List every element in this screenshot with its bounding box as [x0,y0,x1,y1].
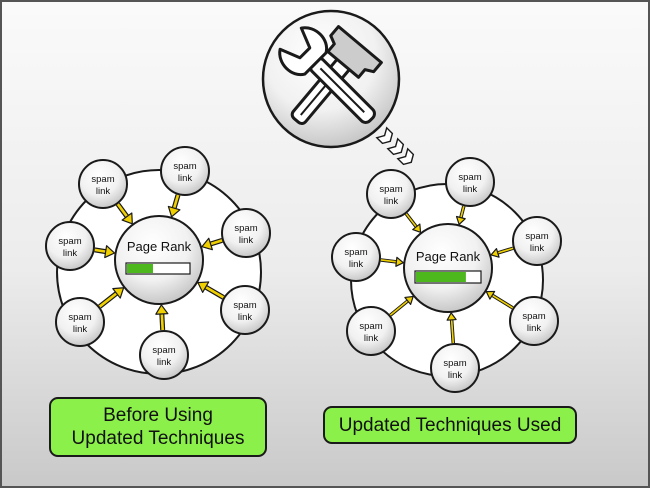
spam-link-label-line2: link [530,243,545,254]
spam-link-label-line2: link [157,357,172,368]
caption-after: Updated Techniques Used [323,406,577,444]
spam-link-label-line1: spam [152,345,175,356]
caption-before-text: Before Using Updated Techniques [71,405,245,449]
spam-link-nodes: spamlinkspamlinkspamlinkspamlinkspamlink… [45,146,271,380]
page-rank-node: Page Rank [114,215,204,305]
spam-link-label-line2: link [448,370,463,381]
link-arrow [404,212,422,233]
link-arrow [490,246,514,258]
link-arrow [485,290,514,310]
page-rank-label: Page Rank [127,239,192,254]
spam-link-label-line1: spam [359,321,382,332]
spam-link-label-line1: spam [379,184,402,195]
spam-link-nodes: spamlinkspamlinkspamlinkspamlinkspamlink… [331,157,562,393]
spam-link-label-line1: spam [58,236,81,247]
spam-link-label-line2: link [463,184,478,195]
spam-link-label-line1: spam [233,300,256,311]
wrench-and-hammer-icon [261,9,401,149]
spam-link-label-line1: spam [173,161,196,172]
link-arrow [380,256,404,267]
spam-link-label-line1: spam [91,174,114,185]
diagram-before: spamlinkspamlinkspamlinkspamlinkspamlink… [45,146,271,380]
spam-link-label-line1: spam [458,172,481,183]
link-arrow [197,281,225,300]
link-arrow [98,287,125,309]
link-arrow [167,194,181,218]
spam-link-label-line2: link [73,324,88,335]
link-arrow [455,205,466,226]
rank-bar-track [125,262,191,275]
chevron-down-icon [375,126,415,166]
spam-link-label-line2: link [349,259,364,270]
spam-link-label-line2: link [527,323,542,334]
spam-link-label-line2: link [96,186,111,197]
spam-link-label-line2: link [178,173,193,184]
spam-link-label-line1: spam [234,223,257,234]
spam-link-label-line2: link [238,312,253,323]
rank-bar-fill [416,272,466,282]
caption-after-text: Updated Techniques Used [338,414,562,436]
link-arrow [155,304,169,331]
arrow-group [380,205,514,344]
link-arrow [446,312,457,344]
caption-before: Before Using Updated Techniques [49,397,267,457]
page-rank-label: Page Rank [416,249,481,264]
link-arrow [389,295,414,317]
spam-link-label-line1: spam [522,311,545,322]
diagram-after: spamlinkspamlinkspamlinkspamlinkspamlink… [331,157,562,393]
spam-link-label-line1: spam [443,358,466,369]
link-arrow [94,245,116,259]
spam-link-label-line2: link [364,333,379,344]
spam-link-label-line2: link [239,235,254,246]
spam-link-label-line2: link [63,248,78,259]
link-arrow [201,237,223,251]
spam-link-label-line1: spam [525,231,548,242]
arrow-group [94,194,225,331]
rank-bar-fill [127,264,153,273]
link-arrow [115,202,133,225]
spam-link-label-line1: spam [344,247,367,258]
spam-link-label-line1: spam [68,312,91,323]
spam-link-label-line2: link [384,196,399,207]
page-rank-node: Page Rank [403,223,493,313]
